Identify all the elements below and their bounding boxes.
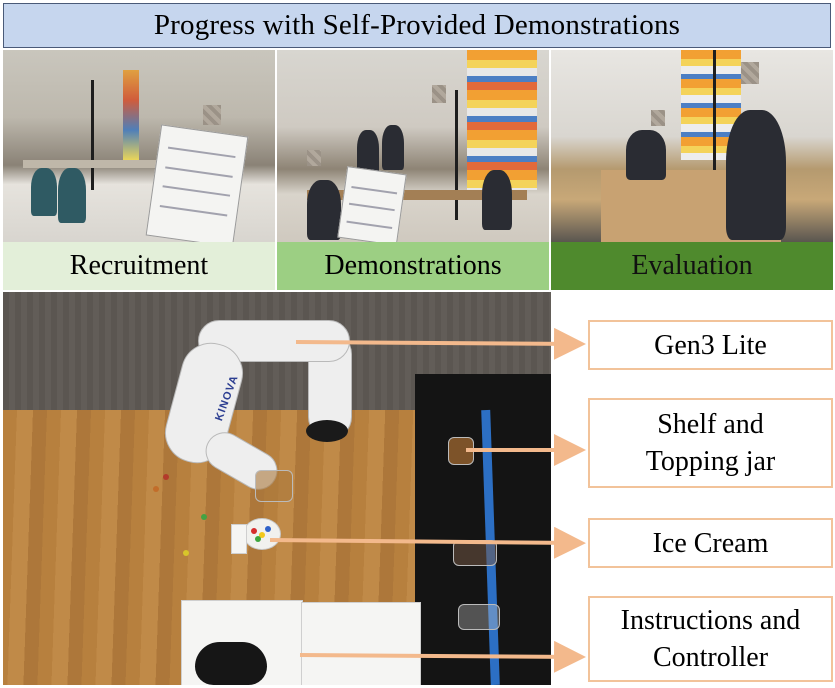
figure-title: Progress with Self-Provided Demonstratio… <box>3 3 831 48</box>
topping-jar <box>448 437 474 465</box>
callout-gen3-lite-text: Gen3 Lite <box>654 329 767 361</box>
callout-ice-cream-text: Ice Cream <box>652 527 769 559</box>
shelf-jar-3 <box>458 604 500 630</box>
callout-instructions-line1: Instructions and <box>620 605 801 636</box>
stage-demonstrations-label: Demonstrations <box>277 242 549 290</box>
game-controller <box>195 642 267 685</box>
recruitment-photo <box>3 50 275 242</box>
napkin <box>231 524 247 554</box>
stage-recruitment-label: Recruitment <box>3 242 275 290</box>
callout-shelf-and-topping-jar: Shelf and Topping jar <box>588 398 833 488</box>
evaluation-photo <box>551 50 833 242</box>
callout-ice-cream: Ice Cream <box>588 518 833 568</box>
callout-shelf-line1: Shelf and <box>657 409 764 440</box>
whiteboard <box>145 124 249 242</box>
demonstrations-photo <box>277 50 549 242</box>
instruction-sheet-2 <box>301 602 421 685</box>
callout-instructions-line2: Controller <box>652 642 769 673</box>
stage-evaluation-label: Evaluation <box>551 242 833 290</box>
setup-photo: KINOVA <box>3 292 551 685</box>
robot-base <box>306 420 348 442</box>
whiteboard-2 <box>337 166 407 242</box>
callout-shelf-line2: Topping jar <box>645 446 776 477</box>
gripper-jar <box>255 470 293 502</box>
callout-gen3-lite: Gen3 Lite <box>588 320 833 370</box>
callout-instructions-and-controller: Instructions and Controller <box>588 596 833 682</box>
shelf-jar-2 <box>453 540 497 566</box>
